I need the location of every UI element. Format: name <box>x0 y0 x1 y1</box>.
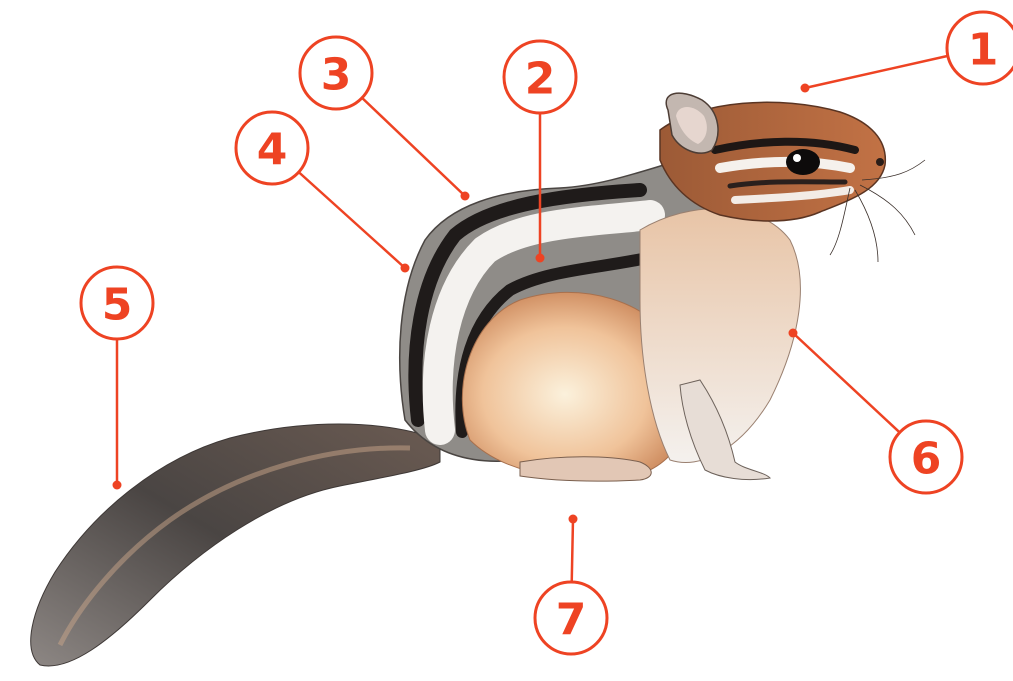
callout-target-dot <box>536 254 545 263</box>
callout-leader-line <box>805 56 948 88</box>
callout-7: 7 <box>535 515 607 655</box>
callout-target-dot <box>789 329 798 338</box>
callout-leader-line <box>299 172 405 268</box>
chipmunk-hind-foot <box>520 457 651 481</box>
callout-number: 2 <box>525 54 556 105</box>
callout-target-dot <box>113 481 122 490</box>
callout-target-dot <box>401 264 410 273</box>
callout-6: 6 <box>789 329 963 494</box>
callout-leader-line <box>572 519 573 582</box>
callout-number: 3 <box>321 50 352 101</box>
chipmunk-tail <box>31 424 440 666</box>
callout-number: 1 <box>968 25 999 76</box>
callout-target-dot <box>569 515 578 524</box>
callout-target-dot <box>801 84 810 93</box>
callout-4: 4 <box>236 112 410 273</box>
callout-3: 3 <box>300 37 470 201</box>
callout-target-dot <box>461 192 470 201</box>
chipmunk-nose <box>876 158 884 166</box>
callout-number: 6 <box>911 434 942 485</box>
callout-leader-line <box>793 333 900 432</box>
callout-number: 5 <box>102 280 133 331</box>
callout-leader-line <box>362 98 465 196</box>
chipmunk-illustration <box>31 93 925 666</box>
callout-1: 1 <box>801 12 1013 93</box>
callout-number: 7 <box>556 595 587 646</box>
callout-number: 4 <box>257 125 288 176</box>
callout-5: 5 <box>81 267 153 490</box>
chipmunk-eye <box>786 149 820 175</box>
